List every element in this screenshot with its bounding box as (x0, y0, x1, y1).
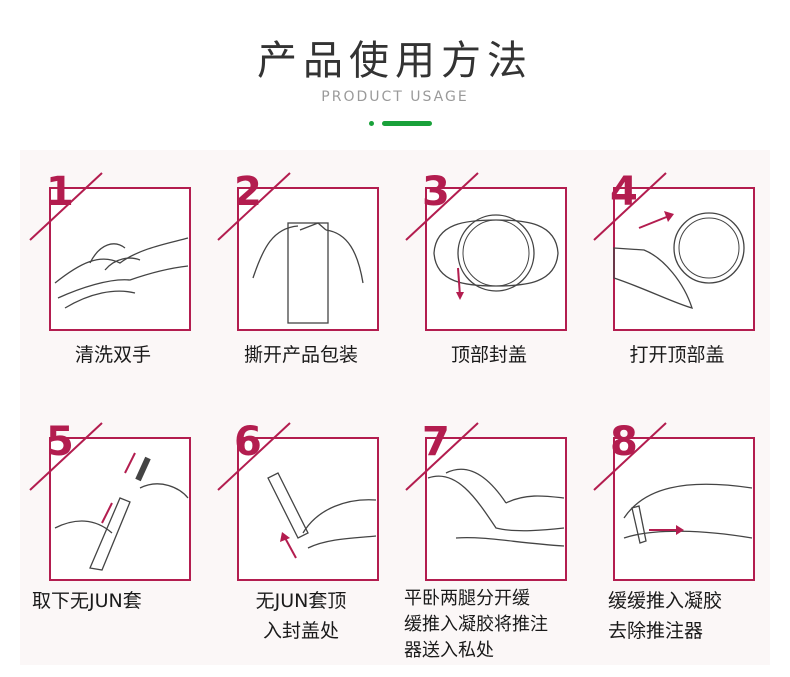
step-6-caption-line-2: 入封盖处 (262, 620, 339, 642)
step-5-number: 5 (46, 419, 74, 465)
step-7-number: 7 (422, 419, 450, 465)
step-4-frame (584, 168, 770, 343)
step-4-caption: 打开顶部盖 (584, 340, 770, 370)
hands-washing-icon (54, 237, 189, 309)
step-1-frame (20, 168, 206, 343)
step-2-caption: 撕开产品包装 (208, 340, 394, 370)
step-2-frame (208, 168, 394, 343)
accent-bar (382, 121, 432, 126)
step-2-number: 2 (234, 169, 262, 215)
step-8-number: 8 (610, 419, 638, 465)
step-8: 8 缓缓推入凝胶 去除推注器 (584, 418, 770, 658)
step-8-caption-line-2: 去除推注器 (608, 620, 704, 642)
page-title: 产品使用方法 (257, 38, 533, 84)
step-7-caption-line-2: 缓推入凝胶将推注 (404, 614, 548, 635)
step-3-caption-line: 顶部封盖 (450, 344, 527, 366)
step-1: 1 清洗双手 (20, 168, 206, 408)
open-top-cap-icon (613, 211, 745, 309)
top-cap-icon (433, 214, 559, 300)
step-8-caption-line-1: 缓缓推入凝胶 (608, 590, 723, 612)
step-6-caption-line-1: 无JUN套顶 (255, 590, 347, 612)
step-5-caption: 取下无JUN套 (20, 586, 206, 616)
step-4-number: 4 (610, 169, 638, 215)
remove-sleeve-icon (54, 452, 189, 571)
step-3-frame (396, 168, 582, 343)
step-3-number: 3 (422, 169, 450, 215)
step-2: 2 撕开产品包装 (208, 168, 394, 408)
step-8-caption: 缓缓推入凝胶 去除推注器 (584, 586, 770, 646)
step-1-caption: 清洗双手 (20, 340, 206, 370)
step-1-number: 1 (46, 169, 74, 215)
step-3: 3 顶部封盖 (396, 168, 582, 408)
step-8-frame (584, 418, 770, 593)
insert-cap-icon (267, 472, 377, 559)
accent-dot (369, 121, 374, 126)
open-package-icon (252, 222, 364, 324)
push-applicator-icon (623, 483, 753, 544)
step-7-frame (396, 418, 582, 593)
step-5-caption-line: 取下无JUN套 (32, 590, 142, 612)
step-6-caption: 无JUN套顶 入封盖处 (208, 586, 394, 646)
step-2-caption-line: 撕开产品包装 (243, 344, 358, 366)
step-4: 4 打开顶部盖 (584, 168, 770, 408)
step-7-caption: 平卧两腿分开缓 缓推入凝胶将推注 器送入私处 (396, 586, 582, 664)
step-7-caption-line-1: 平卧两腿分开缓 (404, 588, 530, 609)
lying-position-icon (427, 468, 565, 547)
step-6: 6 无JUN套顶 入封盖处 (208, 418, 394, 658)
step-5: 5 取下无JUN套 (20, 418, 206, 658)
step-7-caption-line-3: 器送入私处 (404, 640, 494, 661)
step-7: 7 平卧两腿分开缓 缓推入凝胶将推注 器送入私处 (396, 418, 582, 661)
step-1-caption-line: 清洗双手 (74, 344, 151, 366)
step-3-caption: 顶部封盖 (396, 340, 582, 370)
page-subtitle: PRODUCT USAGE (321, 89, 469, 105)
step-6-number: 6 (234, 419, 262, 465)
step-5-frame (20, 418, 206, 593)
header: 产品使用方法 PRODUCT USAGE (0, 0, 790, 140)
step-4-caption-line: 打开顶部盖 (629, 344, 725, 366)
step-6-frame (208, 418, 394, 593)
